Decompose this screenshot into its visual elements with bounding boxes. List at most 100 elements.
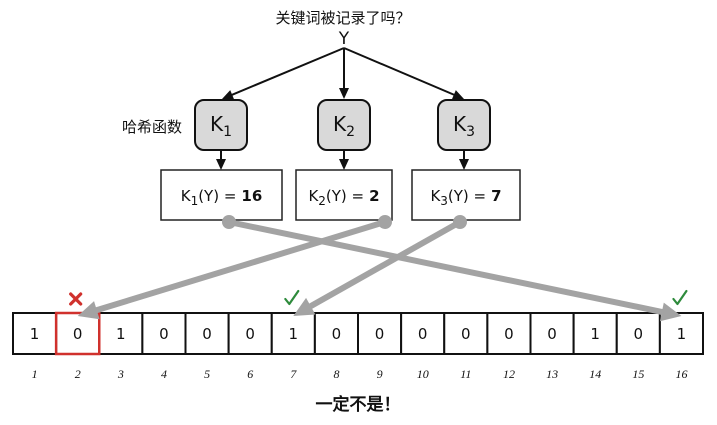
bit-index-label: 6 [247, 367, 253, 381]
bit-index-label: 16 [675, 367, 687, 381]
arrow-head [339, 159, 349, 170]
result-subscript: 2 [318, 194, 326, 208]
hash-subscript: 1 [223, 124, 232, 140]
bit-value: 0 [547, 325, 557, 343]
bit-cell: 0 [357, 312, 403, 355]
bit-index-label: 9 [377, 367, 383, 381]
verdict-text: 一定不是！ [316, 394, 401, 415]
bit-cell-box [615, 312, 661, 355]
bit-index-label: 8 [333, 367, 339, 381]
bit-cell-box [270, 312, 316, 355]
arrow-y-to-k3 [343, 47, 464, 100]
pointer-arrow-head [293, 297, 316, 316]
hash-name: K2 [333, 112, 355, 140]
arrow-y-to-k1 [222, 47, 345, 100]
arrow-shaft [343, 47, 458, 97]
hash-result-box [295, 169, 393, 221]
bit-index-label: 2 [75, 367, 81, 381]
arrow-head [459, 159, 469, 170]
pointer-origin-dot [378, 215, 392, 229]
highlighted-cell-border [54, 311, 101, 356]
bit-index-label: 14 [589, 367, 601, 381]
hash-function-k1: K1 [194, 99, 248, 151]
bit-value: 0 [461, 325, 471, 343]
arrow-shaft [228, 47, 345, 97]
hash-symbol: K [333, 112, 347, 136]
hash-symbol: K [453, 112, 467, 136]
bit-value: 1 [289, 325, 299, 343]
bit-cell: 0 [529, 312, 575, 355]
hash-name: K3 [453, 112, 475, 140]
arrow-k1-to-result [216, 151, 226, 170]
bit-value: 0 [375, 325, 385, 343]
bit-cell-box [184, 312, 230, 355]
bit-cell-box [658, 312, 704, 355]
input-key: Y [338, 29, 350, 49]
result-subscript: 3 [440, 194, 448, 208]
hash-result-text: K3(Y) =7 [430, 187, 501, 208]
bit-index-label: 12 [503, 367, 515, 381]
bit-cell: 0 [184, 312, 230, 355]
result-symbol: K [308, 187, 319, 205]
bit-cell: 0 [141, 312, 187, 355]
bit-cell: 1 [658, 312, 704, 355]
bit-marks [69, 289, 688, 306]
check-icon-stroke [284, 289, 300, 306]
hash-result-k1: K1(Y) =16 [160, 169, 283, 221]
bit-index-label: 10 [417, 367, 429, 381]
hash-result-k2: K2(Y) =2 [295, 169, 393, 221]
bit-cell: 0 [55, 312, 101, 355]
bit-value: 1 [30, 325, 40, 343]
bit-value: 0 [418, 325, 428, 343]
bit-cell: 1 [12, 312, 58, 355]
bit-cell: 1 [572, 312, 618, 355]
result-value: 2 [369, 187, 379, 205]
cross-icon [69, 292, 83, 306]
bit-cell: 0 [227, 312, 273, 355]
arrow-y-to-k2 [339, 48, 349, 99]
bit-index-label: 4 [161, 367, 167, 381]
bit-cell-box [227, 312, 273, 355]
bit-value: 1 [590, 325, 600, 343]
pointer-origin-dot [453, 215, 467, 229]
hash-functions-label: 哈希函数 [122, 118, 182, 136]
bit-cell: 1 [98, 312, 144, 355]
pointer-arrow-shaft [93, 219, 386, 314]
pointer-k1 [222, 215, 682, 322]
hash-result-box [411, 169, 521, 221]
result-symbol: K [181, 187, 192, 205]
hash-result-box [160, 169, 283, 221]
bit-value: 0 [332, 325, 342, 343]
bit-cell-box [141, 312, 187, 355]
hash-symbol: K [210, 112, 224, 136]
bit-index-label: 15 [632, 367, 644, 381]
hash-subscript: 3 [466, 124, 475, 140]
check-icon-stroke [672, 289, 688, 306]
bit-cell: 1 [270, 312, 316, 355]
bit-index-label: 11 [460, 367, 471, 381]
hash-function-k3: K3 [437, 99, 491, 151]
bit-cell: 0 [443, 312, 489, 355]
bit-value: 0 [504, 325, 514, 343]
flow-arrows [216, 47, 469, 170]
bit-index-label: 5 [204, 367, 210, 381]
hash-pointers [77, 215, 682, 322]
arrow-k2-to-result [339, 151, 349, 170]
bit-cell-box [529, 312, 575, 355]
hash-result-text: K2(Y) =2 [308, 187, 379, 208]
bit-value: 0 [634, 325, 644, 343]
result-value: 7 [491, 187, 501, 205]
bit-value: 0 [159, 325, 169, 343]
result-expression: (Y) = [326, 187, 364, 205]
pointer-arrow-shaft [228, 219, 666, 316]
pointer-arrow-head [659, 302, 682, 322]
pointer-k3 [293, 215, 467, 316]
bit-value: 0 [245, 325, 255, 343]
bit-cell: 0 [615, 312, 661, 355]
result-expression: (Y) = [198, 187, 236, 205]
check-icon [284, 289, 300, 306]
bit-value: 0 [202, 325, 212, 343]
bit-cell: 0 [400, 312, 446, 355]
